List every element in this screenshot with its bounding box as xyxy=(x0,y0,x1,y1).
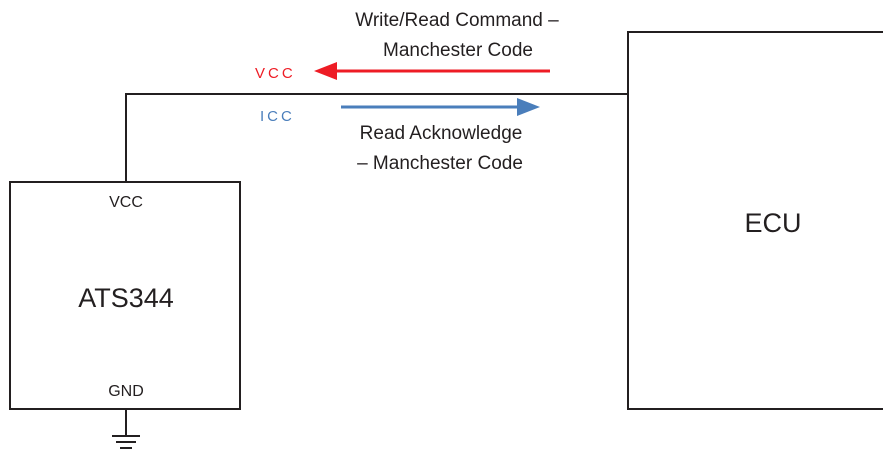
sensor-name-label: ATS344 xyxy=(78,283,174,313)
acknowledge-label-line2: – Manchester Code xyxy=(357,153,523,174)
command-label-line1: Write/Read Command – xyxy=(355,10,559,31)
acknowledge-arrow-icon xyxy=(341,98,540,116)
ecu-name-label: ECU xyxy=(744,208,801,238)
ground-icon xyxy=(112,409,140,449)
command-label-line2: Manchester Code xyxy=(383,40,533,61)
ecu-block xyxy=(627,31,883,410)
acknowledge-signal-label: ICC xyxy=(260,108,295,125)
acknowledge-label-line1: Read Acknowledge xyxy=(360,123,523,144)
command-signal-label: VCC xyxy=(255,65,296,82)
vcc-wire xyxy=(125,93,628,182)
sensor-gnd-pin-label: GND xyxy=(108,383,144,400)
sensor-vcc-pin-label: VCC xyxy=(109,194,143,211)
command-arrow-icon xyxy=(314,62,550,80)
